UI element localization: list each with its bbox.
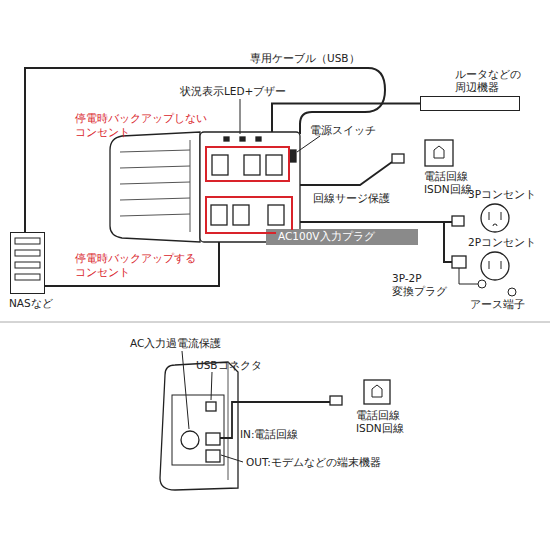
- callout-label: 3Pコンセント: [468, 188, 536, 201]
- node-label: NASなど: [9, 297, 53, 310]
- outlet: [211, 205, 227, 225]
- callout-label: IN:電話回線: [240, 428, 299, 441]
- status-led: [224, 137, 229, 141]
- nas-slots: [15, 238, 40, 280]
- router-box: ルータなどの 周辺機器: [420, 96, 520, 111]
- outlet: [212, 155, 228, 175]
- ups-back: [160, 362, 238, 490]
- 2p-outlet: [481, 252, 509, 280]
- rj-in: [206, 433, 220, 445]
- node-label: 停電時バックアップしない コンセント: [75, 112, 211, 140]
- phone-plug: [392, 154, 404, 163]
- outlet: [233, 205, 249, 225]
- node-label: ルータなどの 周辺機器: [455, 68, 529, 94]
- callout-label: アース端子: [470, 298, 525, 311]
- ups-front: [200, 132, 300, 242]
- leader-line: [211, 372, 212, 400]
- callout-label: 2Pコンセント: [468, 236, 536, 249]
- callout-label: 回線サージ保護: [313, 192, 390, 205]
- ac-band: [266, 229, 418, 245]
- node-label: 停電時バックアップする コンセント: [75, 252, 211, 280]
- outlet: [268, 205, 284, 225]
- callout-label: 専用ケーブル（USB）: [250, 52, 360, 65]
- section-divider: [0, 322, 550, 323]
- callout-label: 状況表示LED+ブザー: [180, 85, 286, 98]
- jack-symbol: [434, 146, 444, 158]
- ac-cord: [300, 221, 452, 223]
- leader-line: [297, 136, 320, 152]
- nas-box: NASなど: [10, 232, 45, 294]
- callout-label: 電話回線 ISDN回線: [356, 409, 412, 435]
- jack-symbol: [372, 385, 382, 397]
- phone-plug: [330, 396, 342, 405]
- callout-label: USBコネクタ: [196, 359, 262, 372]
- 3p-outlet: [481, 204, 509, 232]
- usb-port: [206, 402, 216, 411]
- phone-line: [300, 162, 392, 185]
- ups-side: [110, 132, 200, 242]
- breaker: [181, 431, 199, 449]
- callout-label: 電源スイッチ: [310, 124, 376, 137]
- callout-label: AC入力過電流保護: [130, 337, 221, 350]
- 3p-2p-adapter: [452, 256, 466, 268]
- vent-slats: [120, 140, 190, 232]
- callout-label: AC100V入力プラグ: [276, 230, 377, 243]
- earth-terminal: [478, 280, 486, 288]
- earth-wire: [459, 268, 478, 284]
- back-panel: [172, 395, 224, 465]
- ac-branch: [444, 222, 452, 262]
- leader-line: [240, 99, 241, 134]
- outlet-slots: [489, 261, 501, 269]
- phone-jack: [425, 140, 453, 166]
- outlet: [244, 155, 260, 175]
- rj-out: [206, 450, 220, 462]
- outlet-slots: [489, 212, 501, 226]
- 3p-plug: [452, 216, 464, 226]
- phone-jack: [364, 380, 390, 404]
- status-led: [240, 137, 245, 141]
- power-switch: [289, 150, 296, 162]
- callout-label: 3P-2P 変換プラグ: [392, 272, 452, 298]
- callout-label: OUT:モデムなどの端末機器: [246, 456, 381, 469]
- backup-outlets: 停電時バックアップする コンセント: [205, 196, 293, 234]
- status-led: [256, 137, 261, 141]
- leader-line: [221, 455, 243, 462]
- non-backup-outlets: 停電時バックアップしない コンセント: [205, 146, 290, 182]
- earth-terminal: [508, 288, 516, 296]
- leader-line: [182, 351, 189, 429]
- outlet: [266, 155, 282, 175]
